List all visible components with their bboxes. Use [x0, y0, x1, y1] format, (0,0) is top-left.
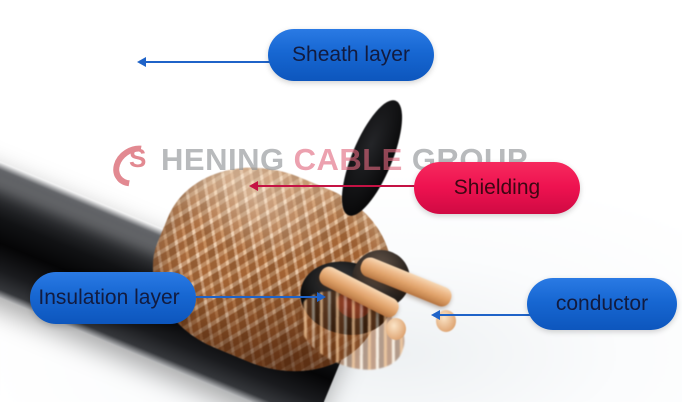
leader-arrow-sheath-icon — [137, 57, 146, 67]
callout-insulation-layer-label: Insulation layer — [38, 286, 180, 309]
leader-line-insulation — [190, 296, 318, 298]
callout-shielding[interactable]: Shielding — [414, 162, 580, 214]
leader-line-sheath — [146, 61, 270, 63]
leader-arrow-shielding-icon — [249, 181, 258, 191]
leader-line-shielding — [258, 185, 418, 187]
callout-sheath-layer[interactable]: Sheath layer — [268, 29, 434, 81]
callout-conductor[interactable]: conductor — [527, 278, 677, 330]
callout-conductor-label: conductor — [555, 292, 649, 315]
callout-insulation-layer[interactable]: Insulation layer — [30, 272, 196, 324]
callout-sheath-layer-label: Sheath layer — [292, 43, 410, 66]
cable-conductor-tip-1 — [386, 318, 406, 340]
leader-line-conductor — [440, 314, 530, 316]
leader-arrow-insulation-icon — [317, 292, 326, 302]
cable-sheath-cut-end — [329, 93, 415, 223]
callout-shielding-label: Shielding — [453, 176, 541, 199]
leader-arrow-conductor-icon — [431, 310, 440, 320]
